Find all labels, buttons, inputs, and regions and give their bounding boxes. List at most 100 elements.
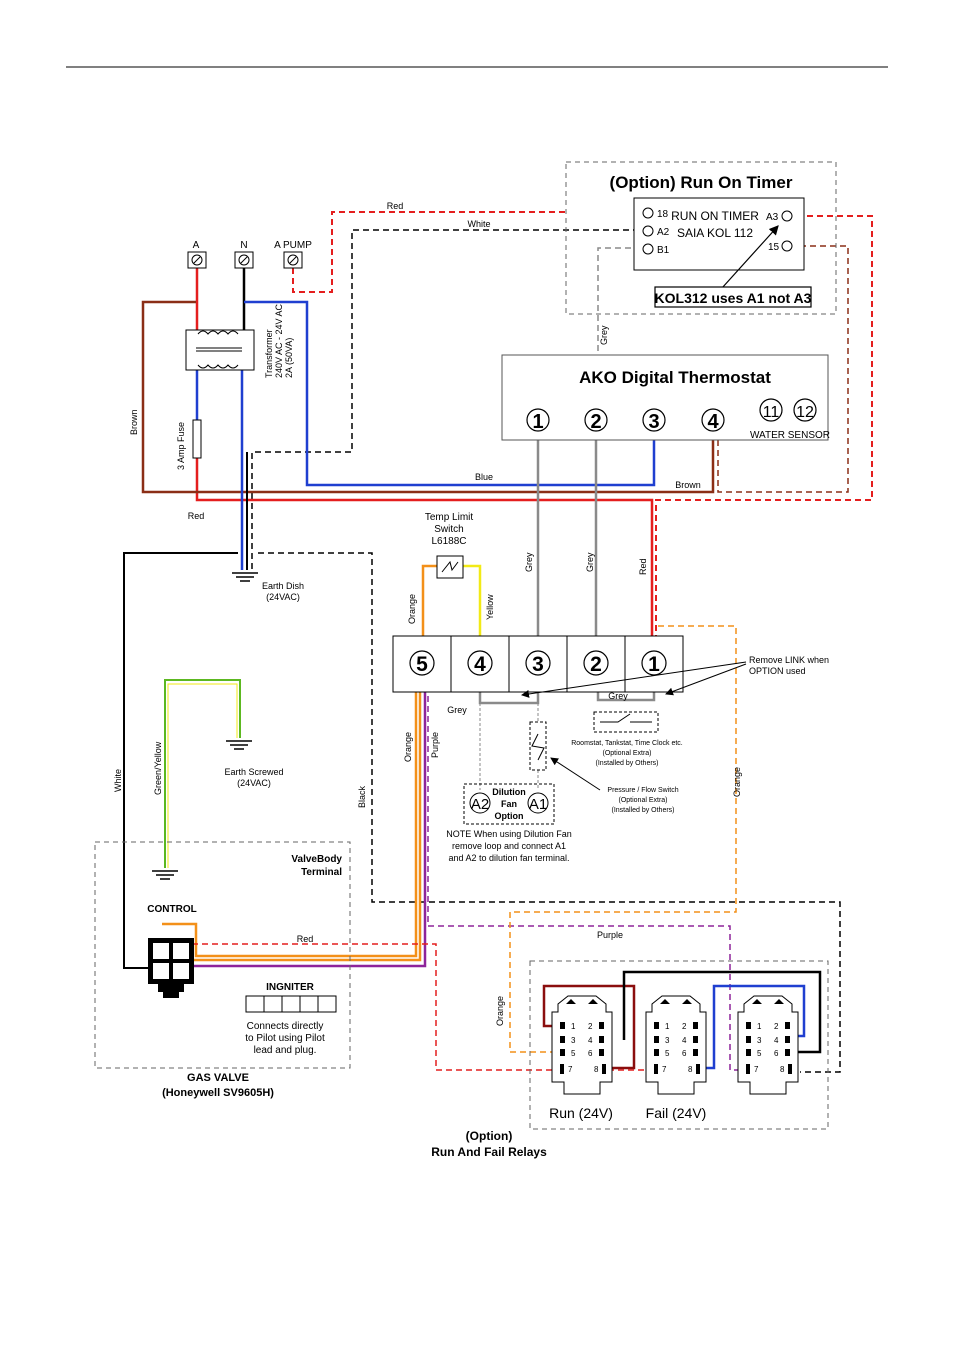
run-on-timer-box (565, 161, 837, 315)
wire-white-dashed-timer (251, 229, 639, 572)
thermostat-terminal-11: 11 (759, 398, 783, 422)
earth-dish-label-1: Earth Dish (262, 581, 304, 591)
timer-label-a3: A3 (766, 212, 779, 223)
block-terminal-3: 3 (525, 650, 551, 676)
dilution-note-3: and A2 to dilution fan terminal. (448, 853, 569, 863)
supply-terminal-a-pump (283, 251, 303, 269)
thermostat-t11-label: 11 (763, 404, 780, 421)
supply-label-a-pump: A PUMP (274, 240, 312, 251)
roomstat-note-2: (Optional Extra) (602, 750, 651, 757)
temp-limit-label-3: L6188C (431, 536, 466, 547)
pressure-switch-symbol (531, 733, 545, 761)
timer-terminal-a2 (642, 225, 654, 237)
run-pin-3: 3 (571, 1036, 576, 1045)
pressure-dashed-wires (479, 703, 539, 790)
supply-label-n: N (240, 240, 247, 251)
wire-brown-dashed-timer (717, 245, 849, 493)
timer-label-b1: B1 (657, 245, 670, 256)
wire-green-yellow (164, 679, 241, 868)
roomstat-symbol (600, 713, 652, 723)
roomstat-box (593, 711, 659, 733)
label-black: Black (357, 785, 367, 808)
gas-valve-title-2: (Honeywell SV9605H) (162, 1087, 274, 1099)
dilution-label-3: Option (495, 811, 524, 821)
roomstat-note-1: Roomstat, Tankstat, Time Clock etc. (571, 740, 683, 747)
valvebody-label-1: ValveBody (291, 854, 342, 865)
valvebody-label-2: Terminal (301, 867, 342, 878)
wire-black-dashed (258, 552, 841, 1073)
pressure-arrow (550, 757, 601, 791)
relays-box (529, 960, 829, 1130)
dilution-terminal-a2: A2 (469, 792, 491, 814)
timer-device-name: RUN ON TIMER (671, 209, 759, 223)
label-red-left: Red (188, 511, 205, 521)
dilution-box (463, 783, 555, 825)
thermostat-t3-label: 3 (648, 411, 659, 433)
label-purple-relay: Purple (597, 930, 623, 940)
wire-orange-down (158, 676, 422, 962)
run-pin-6: 6 (588, 1049, 593, 1058)
dilution-label-2: Fan (501, 799, 517, 809)
block-terminal-5: 5 (409, 650, 435, 676)
block-t4-label: 4 (474, 653, 486, 676)
dilution-a2-label: A2 (471, 796, 489, 813)
run-pin-8: 8 (594, 1065, 599, 1074)
label-orange-down: Orange (403, 732, 413, 762)
wire-darkred-relay (542, 984, 636, 1070)
label-orange-up: Orange (407, 594, 417, 624)
timer-terminal-15 (781, 240, 793, 252)
thermostat-box (501, 354, 829, 441)
relay-third: 1 2 3 4 5 6 7 8 (737, 995, 799, 1095)
thermostat-terminal-12: 12 (793, 398, 817, 422)
wire-yellow-earth (167, 683, 238, 868)
timer-note-box (654, 286, 812, 308)
label-brown-left: Brown (129, 409, 139, 435)
fail-pin-4: 4 (682, 1036, 687, 1045)
timer-note: KOL312 uses A1 not A3 (655, 290, 812, 306)
temp-limit-switch (436, 555, 464, 579)
thermostat-terminal-4: 4 (701, 408, 725, 433)
fail-pin-7: 7 (662, 1065, 667, 1074)
timer-terminal-a3 (781, 210, 793, 222)
label-green-yellow: Green/Yellow (153, 741, 163, 795)
water-sensor-label: WATER SENSOR (750, 430, 830, 441)
label-red-top: Red (387, 201, 404, 211)
label-white-left: White (113, 769, 123, 792)
earth-valve-symbol (152, 870, 178, 880)
relay-fail-label: Fail (24V) (646, 1105, 707, 1121)
label-grey-loop: Grey (447, 705, 467, 715)
pressure-switch (529, 721, 547, 771)
dilution-terminal-a1: A1 (527, 792, 549, 814)
transformer-line3: 2A (50VA) (284, 338, 294, 378)
block-t5-label: 5 (416, 653, 428, 676)
thermostat-t2-label: 2 (590, 411, 601, 433)
third-pin-4: 4 (774, 1036, 779, 1045)
transformer (185, 329, 255, 371)
remove-link-note-2: OPTION used (749, 666, 806, 676)
fail-pin-6: 6 (682, 1049, 687, 1058)
thermostat-terminal-2: 2 (584, 408, 608, 433)
block-terminal-1: 1 (641, 650, 667, 676)
thermostat-title: AKO Digital Thermostat (579, 368, 771, 387)
thermostat-terminal-1: 1 (526, 408, 550, 433)
transformer-label: Transformer 240V AC - 24V AC 2A (50VA) (264, 301, 294, 378)
label-grey-a: Grey (524, 552, 534, 572)
block-t3-label: 3 (532, 653, 544, 676)
fail-pin-8: 8 (688, 1065, 693, 1074)
timer-label-15: 15 (768, 242, 780, 253)
label-red-valve: Red (297, 934, 314, 944)
pressure-note-3: (Installed by Others) (611, 807, 674, 814)
wire-red-to-block (195, 458, 654, 660)
timer-device-model: SAIA KOL 112 (677, 226, 753, 240)
transformer-line1: Transformer (264, 329, 274, 378)
thermostat-t12-label: 12 (796, 404, 814, 421)
transformer-line2: 240V AC - 24V AC (274, 303, 284, 378)
run-pin-2: 2 (588, 1022, 593, 1031)
wire-orange-down-2 (162, 676, 418, 958)
run-pin-1: 1 (571, 1022, 576, 1031)
temp-limit-label-1: Temp Limit (425, 512, 474, 523)
dilution-a1-label: A1 (529, 796, 547, 813)
pressure-note-1: Pressure / Flow Switch (607, 787, 678, 794)
label-red-mid: Red (638, 558, 648, 575)
label-orange-right: Orange (732, 767, 742, 797)
